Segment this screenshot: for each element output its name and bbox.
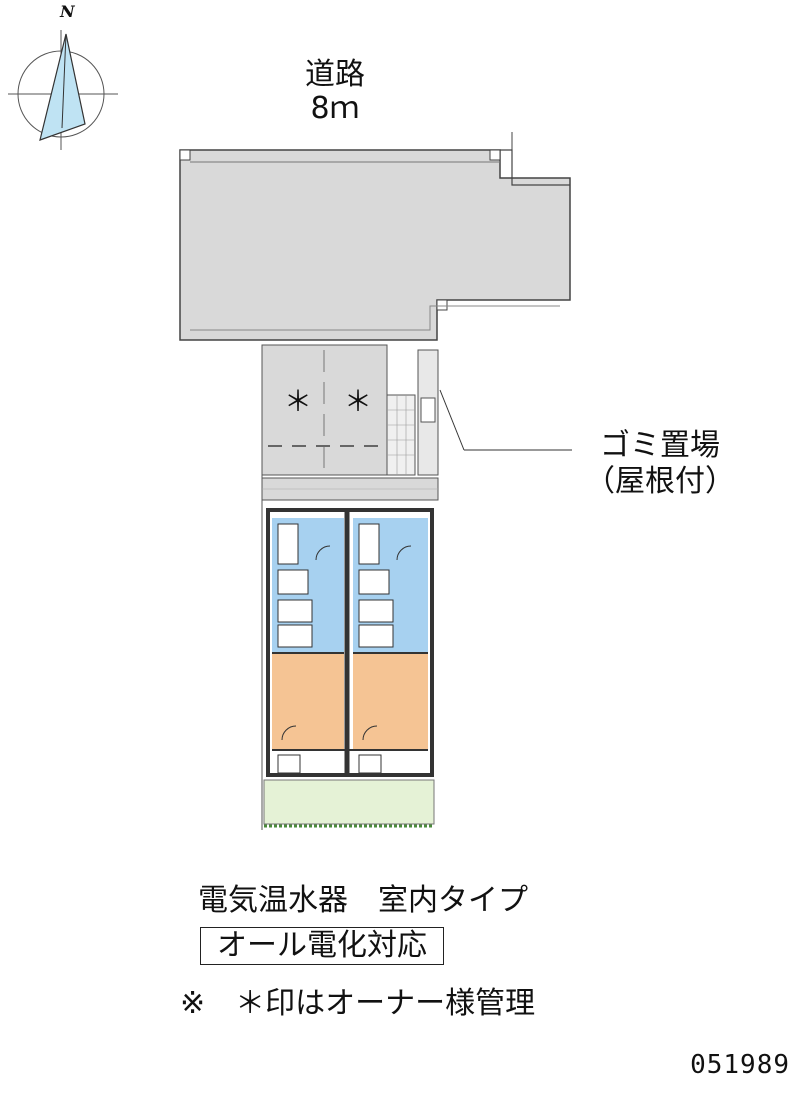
garbage-area bbox=[386, 349, 572, 476]
unit-1-room bbox=[272, 653, 344, 750]
water-heater-note: 電気温水器 室内タイプ bbox=[198, 883, 528, 918]
garbage-name: ゴミ置場 bbox=[600, 428, 720, 463]
garden-area bbox=[263, 779, 435, 825]
garbage-roof-note: （屋根付） bbox=[585, 464, 735, 499]
garbage-label: ゴミ置場 （屋根付） bbox=[560, 428, 760, 500]
road-area bbox=[179, 132, 571, 341]
parking-mark-1: ＊ bbox=[284, 385, 313, 418]
building bbox=[266, 508, 434, 777]
north-arrow-icon bbox=[8, 30, 118, 150]
road-name: 道路 bbox=[305, 57, 365, 92]
unit-2-room bbox=[353, 653, 428, 750]
parking-mark-2: ＊ bbox=[344, 385, 373, 418]
road-label: 道路 8ｍ bbox=[270, 58, 400, 126]
north-label: N bbox=[60, 2, 75, 21]
parking-area bbox=[261, 344, 388, 830]
property-code: 051989 bbox=[690, 1050, 790, 1080]
all-electric-badge: オール電化対応 bbox=[200, 927, 444, 965]
owner-managed-note: ※ ＊印はオーナー様管理 bbox=[180, 986, 536, 1021]
road-width: 8ｍ bbox=[310, 91, 360, 126]
